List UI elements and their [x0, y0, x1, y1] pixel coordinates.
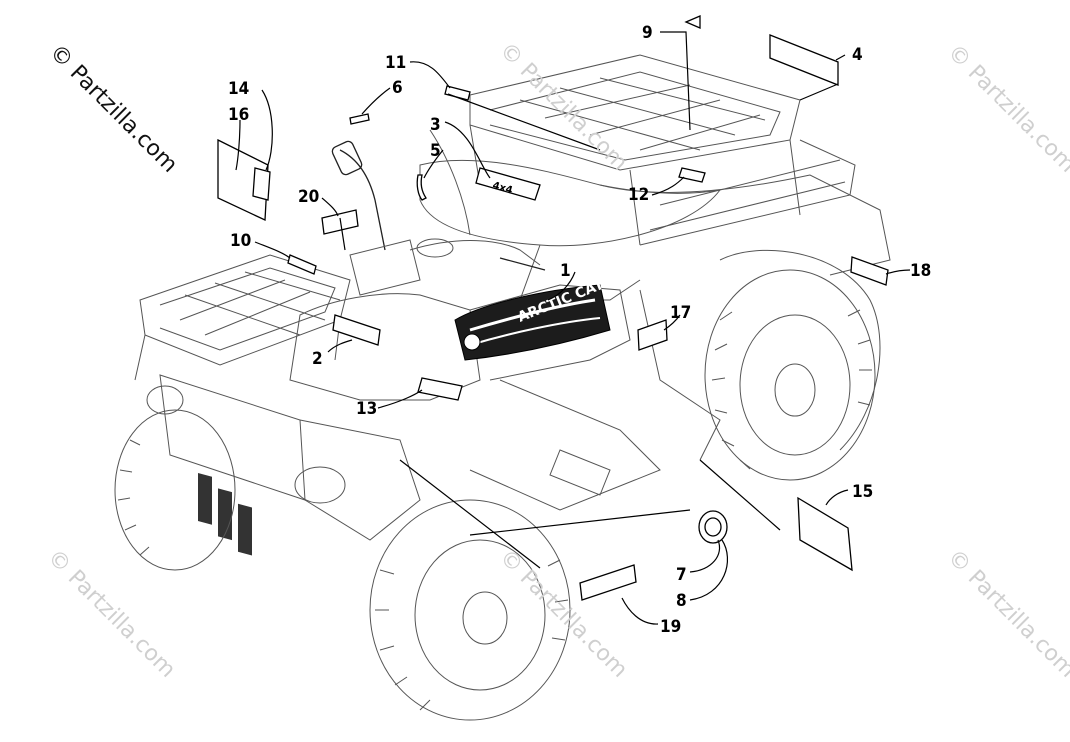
callout-15: 15 — [852, 482, 873, 502]
decal-19 — [579, 564, 637, 601]
callout-13: 13 — [356, 399, 377, 419]
callout-6: 6 — [392, 78, 403, 98]
decal-17 — [637, 319, 668, 351]
callout-12: 12 — [628, 185, 649, 205]
decal-2 — [332, 314, 381, 346]
decal-8 — [704, 517, 722, 537]
callout-14: 14 — [228, 79, 249, 99]
atv-illustration — [114, 54, 891, 721]
callout-19: 19 — [660, 617, 681, 637]
badge-decal-text: 4x4 — [491, 180, 514, 196]
callout-2: 2 — [312, 349, 323, 369]
decal-9 — [684, 15, 701, 29]
callout-17: 17 — [670, 303, 691, 323]
callout-20: 20 — [298, 187, 319, 207]
decal-12 — [678, 167, 706, 183]
decal-15 — [797, 496, 853, 572]
callout-1: 1 — [560, 261, 571, 281]
decal-4 — [769, 34, 839, 86]
callout-16: 16 — [228, 105, 249, 125]
callout-9: 9 — [642, 23, 653, 43]
callout-5: 5 — [430, 141, 441, 161]
callout-11: 11 — [385, 53, 406, 73]
rear-wheel — [704, 249, 881, 481]
decal-10 — [287, 254, 317, 275]
front-grille — [146, 374, 421, 556]
decal-5 — [416, 174, 427, 201]
callout-7: 7 — [676, 565, 687, 585]
callout-18: 18 — [910, 261, 931, 281]
decal-18 — [850, 256, 889, 286]
front-wheels — [114, 409, 571, 721]
leader-lines — [235, 31, 911, 625]
decal-14 — [217, 138, 269, 221]
decal-11 — [444, 85, 471, 101]
callout-3: 3 — [430, 115, 441, 135]
callout-10: 10 — [230, 231, 251, 251]
callout-4: 4 — [852, 45, 863, 65]
rear-rack — [469, 54, 856, 246]
decal-13 — [417, 377, 463, 401]
callout-labels: 1 2 3 4 5 6 7 8 9 10 11 12 13 14 15 16 1… — [228, 23, 931, 637]
handlebars — [331, 129, 546, 296]
decal-20 — [321, 209, 359, 235]
callout-8: 8 — [676, 591, 687, 611]
decal-16 — [252, 167, 271, 201]
decal-3 — [475, 167, 541, 201]
decal-6 — [349, 113, 370, 125]
